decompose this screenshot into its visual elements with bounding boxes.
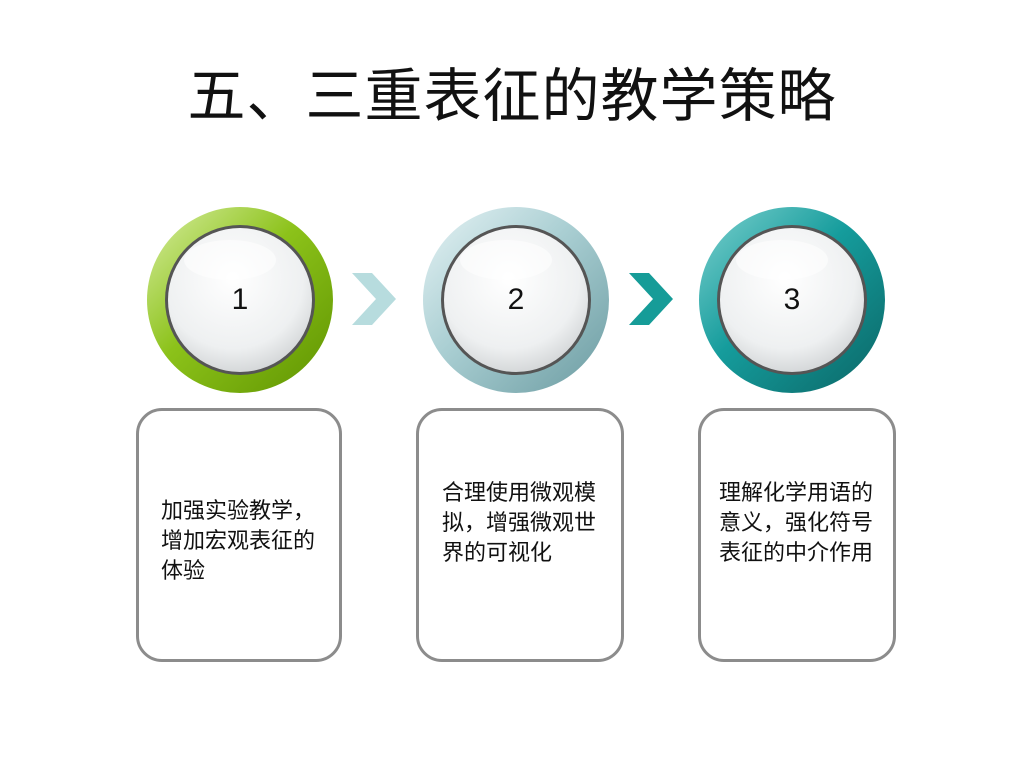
step-2-text: 合理使用微观模拟，增强微观世界的可视化: [442, 481, 597, 566]
step-3-circle: 3: [697, 205, 887, 395]
step-3-number: 3: [783, 283, 801, 316]
step-2-ring-graphic: [423, 207, 609, 393]
step-2-number: 2: [507, 283, 525, 316]
step-3-text: 理解化学用语的意义，强化符号表征的中介作用: [719, 481, 874, 566]
chevron-right-icon: [627, 273, 675, 325]
step-2-card: 合理使用微观模拟，增强微观世界的可视化: [416, 408, 624, 662]
step-1-text: 加强实验教学，增加宏观表征的体验: [161, 499, 316, 584]
step-1-circle: 1: [145, 205, 335, 395]
step-3-ring-graphic: [699, 207, 885, 393]
step-1-card: 加强实验教学，增加宏观表征的体验: [136, 408, 342, 662]
step-2-circle: 2: [421, 205, 611, 395]
step-1-ring-graphic: [147, 207, 333, 393]
slide-title: 五、三重表征的教学策略: [187, 62, 837, 130]
step-3-card: 理解化学用语的意义，强化符号表征的中介作用: [698, 408, 896, 662]
chevron-right-icon: [350, 273, 398, 325]
step-1-number: 1: [231, 283, 249, 316]
